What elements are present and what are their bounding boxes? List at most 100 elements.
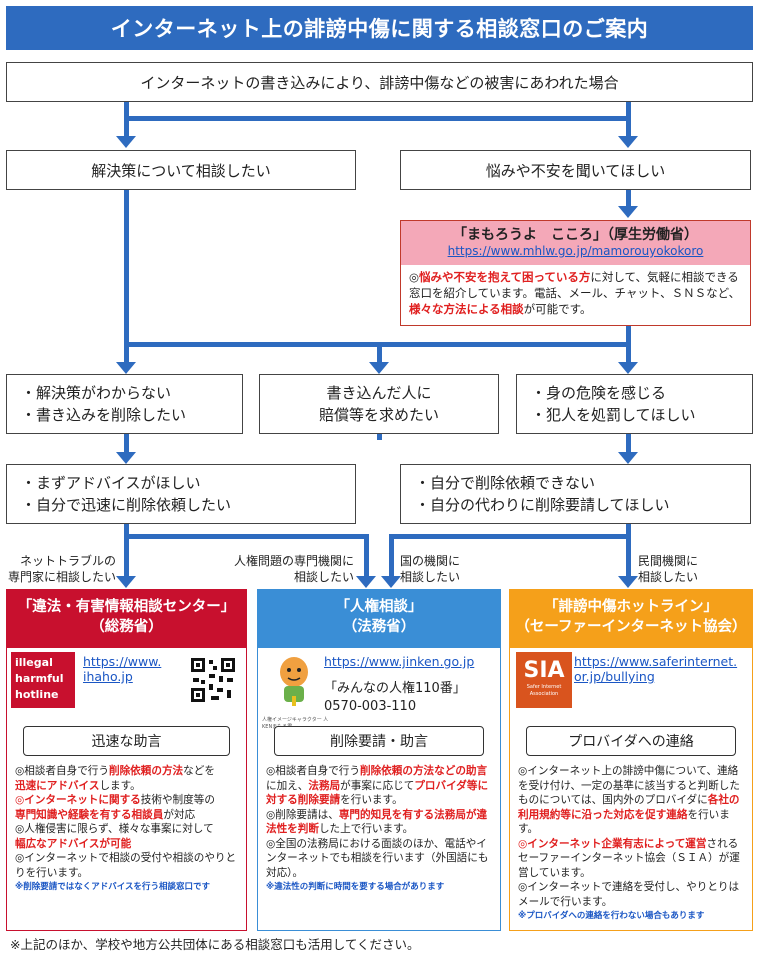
text: が対応: [163, 808, 196, 821]
logo-subtext: Safer Internet Association: [526, 684, 562, 697]
arrow-down-icon: [116, 136, 136, 148]
condition-box-left: ・解決策がわからない・書き込みを削除したい: [6, 374, 243, 434]
arrow-down-icon: [116, 362, 136, 374]
card-ihaho: 「違法・有害情報相談センター」 （総務省） illegal harmful ho…: [6, 589, 247, 931]
hotline-label: 「みんなの人権110番」: [324, 681, 466, 696]
condition-box-center: 書き込んだ人に賠償等を求めたい: [259, 374, 499, 434]
connector: [124, 534, 369, 539]
arrow-down-icon: [116, 452, 136, 464]
ihaho-logo: illegal harmful hotline: [11, 652, 75, 708]
condition-text: ・自分で迅速に削除依頼したい: [21, 496, 232, 514]
arrow-down-icon: [116, 576, 136, 588]
highlight: 専門的知見を有する法務局が違法性を判断: [266, 808, 488, 836]
route-label-government: 国の機関に相談したい: [400, 553, 470, 585]
card-subtitle: （法務省）: [342, 619, 416, 635]
card-sia: 「誹謗中傷ホットライン」 （セーファーインターネット協会） SIA Safer …: [509, 589, 753, 931]
text: に対して、気軽に相談できる窓口を紹介しています。電話、メール、チャット、ＳＮＳな…: [409, 270, 741, 300]
request-box: ・自分で削除依頼できない・自分の代わりに削除要請してほしい: [400, 464, 751, 524]
connector: [124, 524, 129, 578]
solution-box: 解決策について相談したい: [6, 150, 356, 190]
provider-contact-label: プロバイダへの連絡: [526, 726, 736, 756]
connector: [124, 434, 129, 454]
link-text[interactable]: https://www.saferinternet.: [574, 654, 738, 669]
card-note: ※プロバイダへの連絡を行わない場合もあります: [518, 911, 705, 921]
link-text[interactable]: https://www.: [83, 654, 162, 669]
condition-box-right: ・身の危険を感じる・犯人を処罰してほしい: [516, 374, 753, 434]
mamorou-box: 「まもろうよ こころ」（厚生労働省） https://www.mhlw.go.j…: [400, 220, 751, 326]
connector: [124, 116, 631, 121]
highlight: ◎インターネット企業有志によって運営: [518, 837, 707, 850]
card-subtitle: （セーファーインターネット協会）: [515, 619, 747, 635]
link-text[interactable]: or.jp/bullying: [574, 669, 655, 684]
text: ◎相談者自身で行う: [266, 765, 360, 777]
connector: [626, 102, 631, 140]
route-label-line: 人権問題の専門機関に: [233, 554, 354, 568]
condition-text: 賠償等を求めたい: [318, 406, 439, 424]
route-label-line: 民間機関に: [638, 554, 699, 568]
condition-text: ・解決策がわからない: [21, 384, 172, 402]
card-subtitle: （総務省）: [90, 619, 163, 635]
card-title: 「人権相談」: [335, 599, 423, 615]
text: ◎インターネットで相談の受付や相談のやりとりを行います。: [15, 852, 237, 879]
text: されるセーファーインターネット協会（ＳＩＡ）が運営しています。: [518, 837, 740, 879]
text: ◎人権侵害に限らず、様々な事案に対して: [15, 823, 214, 835]
logo-text: SIA: [523, 658, 565, 683]
worry-box: 悩みや不安を聞いてほしい: [400, 150, 751, 190]
arrow-down-icon: [369, 362, 389, 374]
route-label-private: 民間機関に相談したい: [638, 553, 718, 585]
condition-text: ・自分の代わりに削除要請してほしい: [415, 496, 670, 514]
connector: [364, 534, 369, 578]
card-title: 「誹謗中傷ホットライン」: [544, 599, 718, 615]
route-label-line: 相談したい: [400, 570, 461, 584]
card-description: ◎インターネット上の誹謗中傷について、連絡を受け付け、一定の基準に該当すると判断…: [518, 764, 746, 924]
highlight: 削除依頼の方法: [109, 765, 184, 777]
logo-text: harmful: [15, 672, 64, 685]
mamorou-link[interactable]: https://www.mhlw.go.jp/mamorouyokokoro: [447, 244, 704, 258]
sia-link[interactable]: https://www.saferinternet. or.jp/bullyin…: [574, 654, 737, 684]
connector: [389, 534, 394, 578]
connector: [377, 434, 382, 440]
card-note: ※削除要請ではなくアドバイスを行う相談窓口です: [15, 882, 211, 892]
connector: [124, 102, 129, 140]
connector: [626, 190, 631, 208]
arrow-down-icon: [618, 576, 638, 588]
advice-box: ・まずアドバイスがほしい・自分で迅速に削除依頼したい: [6, 464, 356, 524]
arrow-down-icon: [618, 452, 638, 464]
text: を行います。: [518, 808, 730, 836]
route-label-human-rights: 人権問題の専門機関に相談したい: [200, 553, 354, 585]
jinken-link[interactable]: https://www.jinken.go.jp: [324, 654, 475, 669]
arrow-down-icon: [618, 362, 638, 374]
text: が事案に応じて: [340, 779, 415, 792]
connector: [124, 190, 129, 366]
link-text[interactable]: ihaho.jp: [83, 669, 133, 684]
qr-code-icon[interactable]: [189, 656, 237, 704]
card-title: 「違法・有害情報相談センター」: [17, 599, 236, 615]
arrow-down-icon: [618, 206, 638, 218]
card-description: ◎相談者自身で行う削除依頼の方法などの助言に加え、法務局が事案に応じてプロバイダ…: [266, 764, 494, 895]
connector: [626, 524, 631, 578]
arrow-down-icon: [618, 136, 638, 148]
text: に加え、: [266, 779, 309, 792]
sia-logo: SIA Safer Internet Association: [516, 652, 572, 708]
removal-request-label: 削除要請・助言: [274, 726, 484, 756]
text: した上で行います。: [318, 823, 414, 835]
highlight: 幅広なアドバイスが可能: [15, 837, 132, 850]
route-label-line: 相談したい: [638, 570, 699, 584]
condition-text: ・まずアドバイスがほしい: [21, 474, 201, 492]
highlight: 削除依頼の方法などの助言: [360, 765, 488, 777]
quick-advice-label: 迅速な助言: [23, 726, 230, 756]
text: などを: [183, 765, 215, 777]
highlight: 各社の利用規約等に沿った対応を促す連絡: [518, 794, 740, 821]
condition-text: ・犯人を処罰してほしい: [531, 406, 696, 424]
highlight: 専門知識や経験を有する相談員: [15, 808, 164, 821]
text: 技術や制度等の: [140, 794, 215, 806]
highlight: 様々な方法による相談: [409, 302, 524, 316]
highlight: 法務局: [308, 779, 341, 792]
route-label-line: 国の機関に: [400, 554, 461, 568]
top-box: インターネットの書き込みにより、誹謗中傷などの被害にあわれた場合: [6, 62, 753, 102]
ihaho-link[interactable]: https://www. ihaho.jp: [83, 654, 161, 684]
card-note: ※違法性の判断に時間を要する場合があります: [266, 882, 445, 892]
mamorou-title: 「まもろうよ こころ」（厚生労働省）: [453, 227, 698, 243]
text: が可能です。: [523, 302, 592, 316]
route-label-line: 専門家に相談したい: [7, 570, 116, 584]
